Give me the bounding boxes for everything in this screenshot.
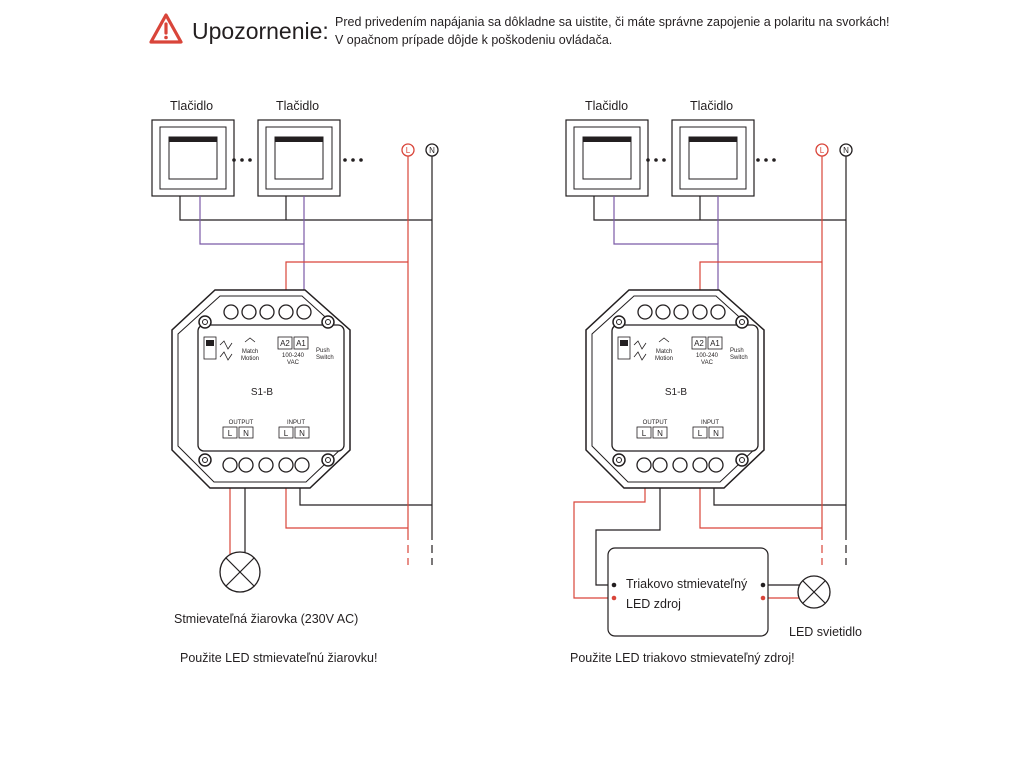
right-button-neutral-wire xyxy=(593,196,846,221)
right-push-button-1 xyxy=(565,119,649,197)
warning-text-line-1: Pred privedením napájania sa dôkladne sa… xyxy=(335,15,890,29)
svg-text:Switch: Switch xyxy=(316,355,334,361)
right-lamp-label: LED svietidlo xyxy=(789,625,862,639)
right-live-terminal-label: L xyxy=(820,146,825,155)
right-driver-label-1: Triakovo stmievateľný xyxy=(626,577,748,591)
svg-text:Motion: Motion xyxy=(655,356,673,362)
right-push-button-2 xyxy=(671,119,755,197)
svg-text:OUTPUT: OUTPUT xyxy=(643,420,668,426)
right-diagram: Tlačidlo Tlačidlo L N xyxy=(565,99,862,665)
svg-text:Push: Push xyxy=(316,348,330,354)
svg-text:100-240: 100-240 xyxy=(282,353,305,359)
right-a2-label: A2 xyxy=(694,339,704,348)
left-push-button-1 xyxy=(151,119,235,197)
svg-text:L: L xyxy=(698,429,703,438)
svg-text:INPUT: INPUT xyxy=(287,420,305,426)
svg-text:Motion: Motion xyxy=(241,356,259,362)
right-lamp-icon xyxy=(797,575,831,609)
right-output-neutral-wire xyxy=(595,465,661,586)
right-driver-label-2: LED zdroj xyxy=(626,597,681,611)
svg-text:N: N xyxy=(657,429,663,438)
warning-triangle-icon xyxy=(149,13,183,44)
right-a1-label: A1 xyxy=(710,339,720,348)
right-controller: Match Motion A2 A1 100-240 VAC Push Swit… xyxy=(585,289,765,489)
right-button-1-label: Tlačidlo xyxy=(585,99,628,113)
svg-text:Match: Match xyxy=(242,349,258,355)
svg-text:INPUT: INPUT xyxy=(701,420,719,426)
left-neutral-terminal-label: N xyxy=(429,146,435,155)
svg-text:N: N xyxy=(713,429,719,438)
left-push-button-2 xyxy=(257,119,341,197)
svg-text:L: L xyxy=(642,429,647,438)
warning-title: Upozornenie: xyxy=(192,18,329,44)
right-triac-driver: Triakovo stmievateľný LED zdroj xyxy=(607,547,769,637)
right-push-wire xyxy=(613,196,719,312)
left-bulb-icon xyxy=(219,551,261,593)
svg-text:VAC: VAC xyxy=(287,360,300,366)
svg-text:L: L xyxy=(284,429,289,438)
svg-text:VAC: VAC xyxy=(701,360,714,366)
left-live-terminal-label: L xyxy=(406,146,411,155)
left-a1-label: A1 xyxy=(296,339,306,348)
svg-text:N: N xyxy=(299,429,305,438)
svg-text:OUTPUT: OUTPUT xyxy=(229,420,254,426)
left-controller: Match Motion A2 A1 100-240 VAC Push Swit… xyxy=(171,289,351,489)
left-button-neutral-wire xyxy=(179,196,432,221)
left-diagram: Tlačidlo Tlačidlo L N xyxy=(151,99,439,665)
left-a2-label: A2 xyxy=(280,339,290,348)
warning-text-line-2: V opačnom prípade dôjde k poškodeniu ovl… xyxy=(335,33,613,47)
svg-text:Switch: Switch xyxy=(730,355,748,361)
right-note: Použite LED triakovo stmievateľný zdroj! xyxy=(570,651,795,665)
svg-text:N: N xyxy=(243,429,249,438)
left-ellipsis-2 xyxy=(343,158,363,162)
svg-text:100-240: 100-240 xyxy=(696,353,719,359)
svg-text:Match: Match xyxy=(656,349,672,355)
right-output-live-wire xyxy=(573,465,646,599)
left-model-label: S1-B xyxy=(251,387,274,398)
left-push-wire xyxy=(199,196,305,312)
svg-text:Push: Push xyxy=(730,348,744,354)
right-ellipsis-1 xyxy=(646,158,666,162)
svg-text:L: L xyxy=(228,429,233,438)
left-button-2-label: Tlačidlo xyxy=(276,99,319,113)
right-neutral-terminal-label: N xyxy=(843,146,849,155)
right-model-label: S1-B xyxy=(665,387,688,398)
left-button-1-label: Tlačidlo xyxy=(170,99,213,113)
left-note: Použite LED stmievateľnú žiarovku! xyxy=(180,651,378,665)
left-load-label: Stmievateľná žiarovka (230V AC) xyxy=(174,612,358,626)
left-ellipsis-1 xyxy=(232,158,252,162)
right-button-2-label: Tlačidlo xyxy=(690,99,733,113)
right-ellipsis-2 xyxy=(756,158,776,162)
